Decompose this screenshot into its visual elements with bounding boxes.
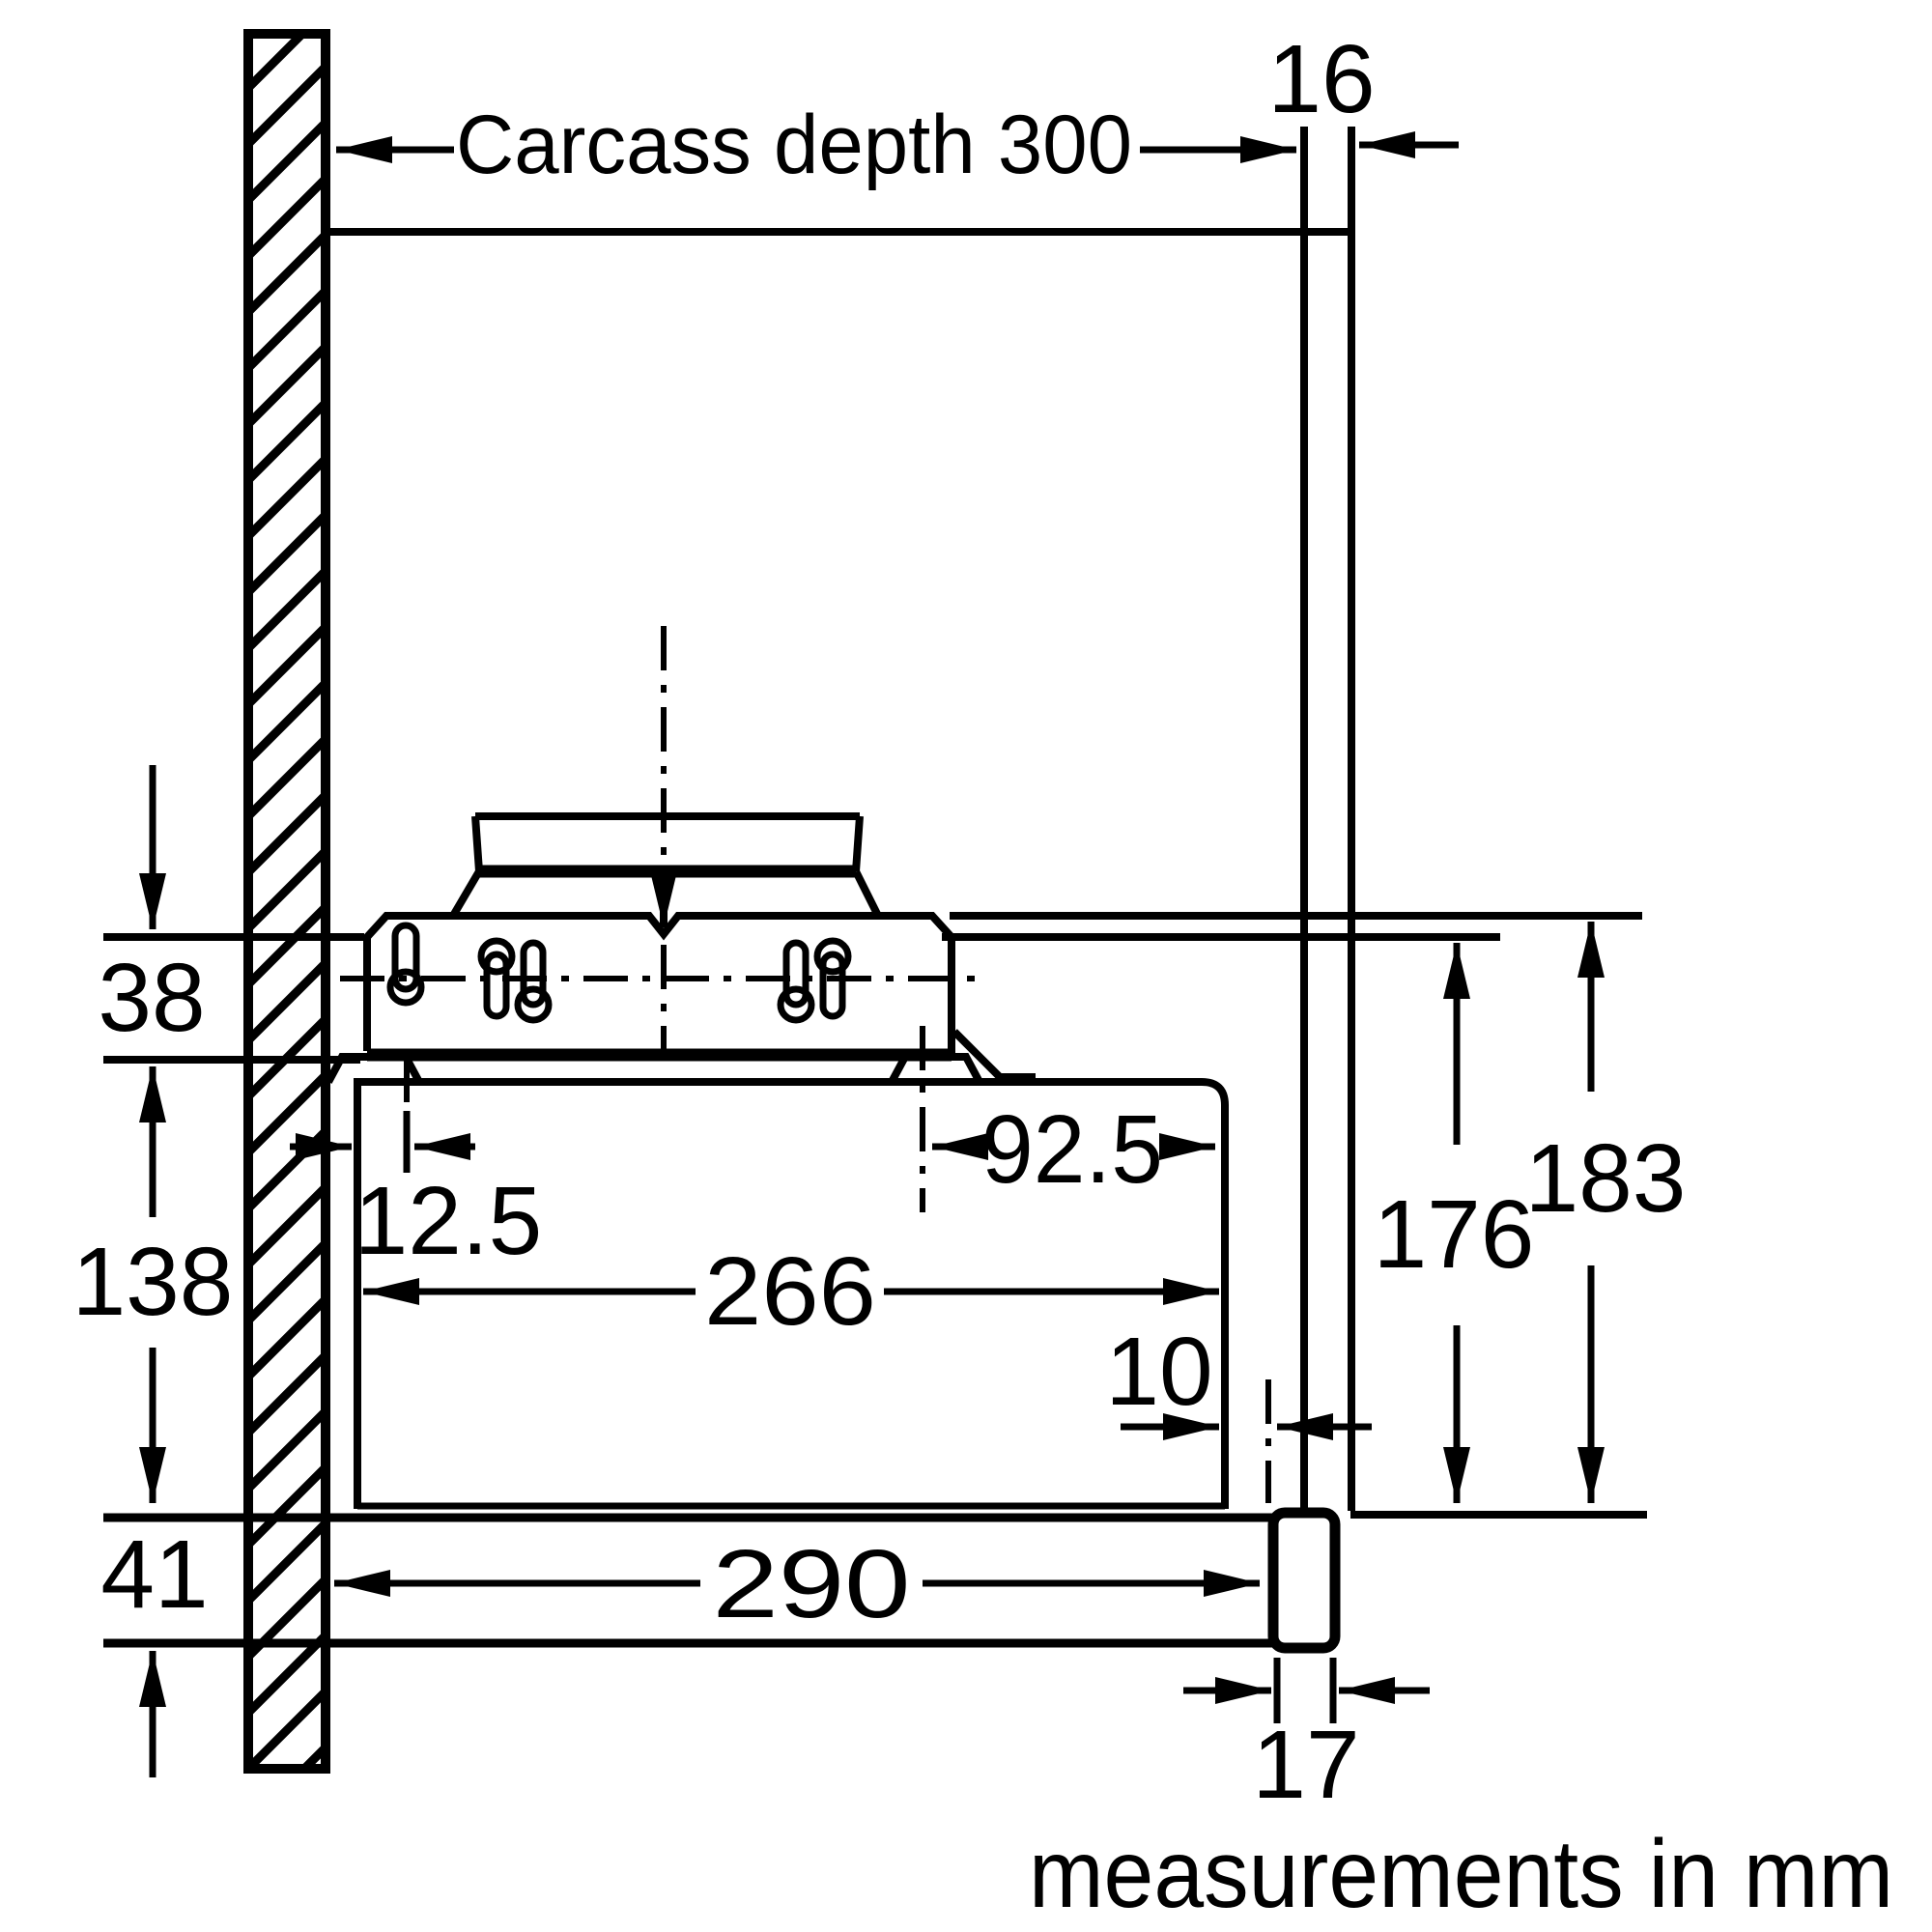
visor-end-cap — [1267, 1507, 1341, 1654]
keyhole-slot-rear — [386, 922, 425, 1007]
dimension-carcass-depth: Carcass depth 300 — [336, 99, 1296, 191]
dimension-41: 41 — [100, 1520, 209, 1777]
dimension-38: 38 — [98, 765, 206, 1052]
dim-41-label: 41 — [100, 1520, 208, 1629]
bracket-latch — [952, 1029, 1036, 1081]
dim-12-5-label: 12.5 — [355, 1167, 543, 1275]
mounting-bracket — [325, 912, 1036, 1084]
dimension-183: 183 — [1525, 922, 1687, 1503]
duct-collar-outline — [449, 812, 882, 919]
visor-rail — [103, 1507, 1341, 1654]
dim-183-label: 183 — [1525, 1124, 1687, 1233]
dimension-17: 17 — [1183, 1658, 1430, 1819]
dimension-panel-16: 16 — [1267, 25, 1459, 158]
panel-16-label: 16 — [1267, 25, 1375, 133]
keyhole-pair-left — [477, 937, 553, 1024]
carcass-depth-label: Carcass depth 300 — [456, 99, 1132, 191]
keyhole-pair-right — [777, 937, 852, 1024]
bracket-foot-left — [325, 1053, 423, 1084]
cabinet-carcass — [326, 127, 1355, 1511]
hood-body-outline — [354, 1078, 1229, 1509]
dimension-12-5: 12.5 — [290, 1111, 542, 1275]
units-note: measurements in mm — [1029, 1820, 1893, 1928]
dim-92-5-label: 92.5 — [981, 1095, 1163, 1204]
dimension-92-5: 92.5 — [932, 1095, 1215, 1204]
dim-290-label: 290 — [713, 1530, 911, 1638]
dimension-266: 266 — [363, 1237, 1219, 1346]
dimension-10: 10 — [1105, 1318, 1372, 1440]
dimension-176: 176 — [1374, 943, 1535, 1503]
wall-section — [243, 29, 330, 1774]
reference-lines — [103, 912, 1647, 1519]
dim-10-label: 10 — [1105, 1318, 1212, 1426]
bracket-outline — [363, 912, 955, 1055]
dim-138-label: 138 — [72, 1228, 234, 1336]
dim-266-label: 266 — [704, 1237, 876, 1346]
hood-body — [354, 1078, 1229, 1510]
wall-hatch — [243, 29, 330, 1774]
dimension-290: 290 — [334, 1530, 1260, 1638]
dimension-138: 138 — [72, 1066, 234, 1503]
centerlines — [340, 626, 1271, 1503]
dim-176-label: 176 — [1374, 1180, 1535, 1289]
dim-38-label: 38 — [98, 944, 205, 1052]
bracket-foot-right — [888, 1053, 983, 1084]
dim-17-label: 17 — [1252, 1711, 1359, 1819]
